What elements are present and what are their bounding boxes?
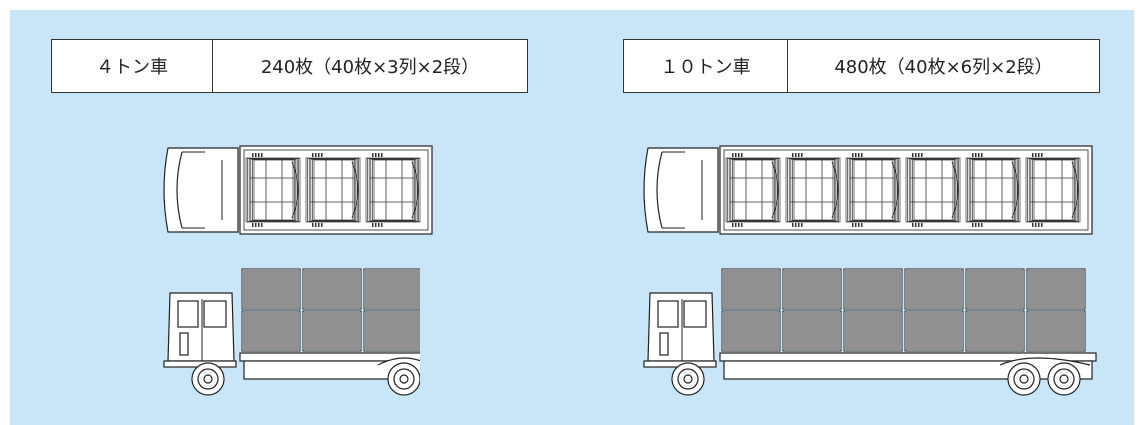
panel-stack-top bbox=[905, 153, 961, 227]
panel-stack-top bbox=[785, 153, 841, 227]
panel-stack-side bbox=[843, 310, 903, 352]
truck-cab-window bbox=[657, 300, 679, 328]
rear-wheel bbox=[1007, 362, 1041, 396]
truck-4t-label-table: ４トン車 240枚（40枚×3列×2段） bbox=[51, 39, 528, 93]
truck-cab-top bbox=[643, 147, 719, 233]
panel-stack-side bbox=[965, 310, 1025, 352]
truck-cab-step bbox=[179, 332, 189, 356]
panel-stack-side bbox=[1026, 268, 1086, 310]
panel-stack-top bbox=[365, 153, 421, 227]
panel-stack-side bbox=[363, 268, 420, 310]
truck-windshield-top bbox=[176, 151, 183, 229]
truck-10t-capacity: 480枚（40枚×6列×2段） bbox=[787, 40, 1099, 92]
panel-stack-side bbox=[721, 310, 781, 352]
truck-windshield-top bbox=[656, 151, 663, 229]
panel-stack-side bbox=[782, 268, 842, 310]
rear-wheel bbox=[1047, 362, 1081, 396]
truck-cab-window bbox=[203, 300, 227, 328]
panel-stack-side bbox=[721, 268, 781, 310]
truck-bed-top bbox=[239, 145, 433, 235]
panel-stack-top bbox=[245, 153, 301, 227]
panel-stack-side bbox=[1026, 310, 1086, 352]
truck-cab-step bbox=[659, 332, 669, 356]
panel-stack-side bbox=[302, 310, 362, 352]
panel-stack-side bbox=[904, 310, 964, 352]
truck-chassis bbox=[243, 360, 420, 380]
panel-stack-side bbox=[241, 310, 301, 352]
front-wheel bbox=[671, 362, 705, 396]
truck-cab-window bbox=[683, 300, 707, 328]
truck-4t-top-view bbox=[163, 145, 433, 235]
rear-wheel bbox=[387, 362, 420, 396]
truck-10t-side-view bbox=[643, 268, 1097, 396]
panel-stack-side bbox=[965, 268, 1025, 310]
panel-stack-side bbox=[782, 310, 842, 352]
truck-cab-top bbox=[163, 147, 239, 233]
truck-4t-side-view bbox=[163, 268, 420, 396]
panel-stack-top bbox=[305, 153, 361, 227]
truck-cab-window bbox=[177, 300, 199, 328]
truck-4t-name: ４トン車 bbox=[96, 57, 168, 78]
panel-stack-side bbox=[241, 268, 301, 310]
panel-stack-top bbox=[1025, 153, 1081, 227]
truck-10t-top-view bbox=[643, 145, 1093, 235]
rear-fender bbox=[377, 357, 420, 366]
panel-stack-side bbox=[843, 268, 903, 310]
truck-10t-name: １０トン車 bbox=[660, 57, 751, 78]
truck-4t-capacity: 240枚（40枚×3列×2段） bbox=[212, 40, 527, 92]
truck-10t-label-table: １０トン車 480枚（40枚×6列×2段） bbox=[623, 39, 1100, 93]
panel-stack-top bbox=[725, 153, 781, 227]
panel-stack-side bbox=[363, 310, 420, 352]
panel-stack-side bbox=[904, 268, 964, 310]
panel-stack-top bbox=[965, 153, 1021, 227]
panel-stack-top bbox=[845, 153, 901, 227]
truck-chassis bbox=[723, 360, 1093, 380]
front-wheel bbox=[191, 362, 225, 396]
panel-stack-side bbox=[302, 268, 362, 310]
